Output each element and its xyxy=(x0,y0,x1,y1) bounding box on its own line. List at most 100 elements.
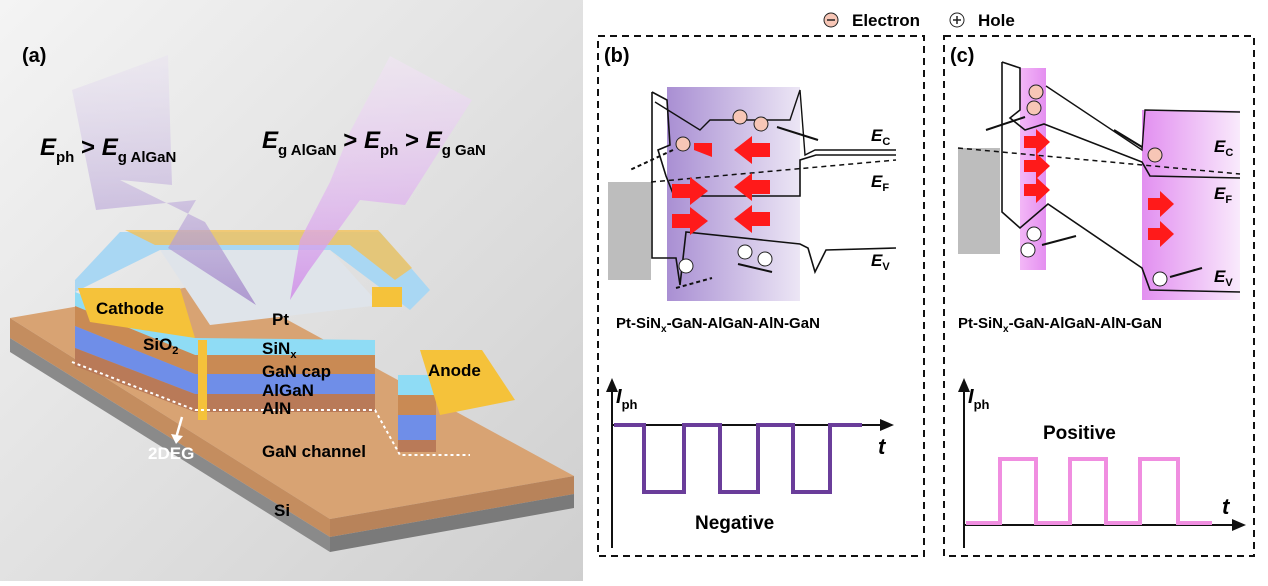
panel-b-band-labels: EC EF EV xyxy=(871,126,890,273)
twodeg-line xyxy=(71,361,470,456)
panel-c-electron-2 xyxy=(1026,100,1042,116)
legend: Electron Hole xyxy=(823,11,1015,30)
panel-c-drift-arrow-1 xyxy=(985,116,1026,131)
panel-c-drift-arrow-3 xyxy=(1041,235,1077,246)
aln-layer xyxy=(75,348,375,412)
panel-c-red-arrow-1 xyxy=(1024,129,1050,155)
panel-c-drift-arrows xyxy=(985,116,1203,278)
si-side xyxy=(330,494,574,552)
panel-b-y-arrowhead xyxy=(606,378,618,392)
panel-c-hole-2 xyxy=(1020,242,1036,258)
panel-b-drift-arrow-2 xyxy=(629,149,674,171)
algan-layer xyxy=(75,326,375,394)
sio2-label: SiO2 xyxy=(143,335,178,357)
panel-a: (a) xyxy=(0,0,583,581)
panel-b-result-label: Negative xyxy=(695,513,774,534)
panel-c-field-arrows xyxy=(1024,129,1174,247)
panel-c-hole-3 xyxy=(1152,271,1168,287)
panel-b-hole-2 xyxy=(757,251,773,267)
panel-c-upper-line xyxy=(1045,85,1241,152)
substrate-front xyxy=(10,318,330,537)
panel-b-red-arrow-2 xyxy=(734,173,770,201)
twodeg-arrow xyxy=(174,416,184,439)
anode-sinx xyxy=(398,375,436,395)
anode-pad xyxy=(420,350,515,415)
gan-cap-layer xyxy=(75,306,375,374)
panel-c-metal xyxy=(958,148,1000,254)
panel-c-ec-label: EC xyxy=(1214,137,1233,159)
gan-channel-label: GaN channel xyxy=(262,442,366,461)
twodeg-arrowhead xyxy=(171,434,183,444)
panel-c-ev-label: EV xyxy=(1214,267,1233,289)
anode-label: Anode xyxy=(428,361,481,380)
panel-b-electron-1 xyxy=(732,109,748,125)
panel-c-ef-label: EF xyxy=(1214,184,1232,206)
panel-c-y-arrowhead xyxy=(958,378,970,392)
panel-b-photocurrent-plot: Iph t Negative xyxy=(606,378,894,548)
twodeg-label: 2DEG xyxy=(148,444,194,463)
si-label: Si xyxy=(274,501,290,520)
panel-b-carriers xyxy=(675,109,773,274)
panel-b-ef-label: EF xyxy=(871,172,889,194)
cathode-pad xyxy=(78,288,195,338)
electron-legend-label: Electron xyxy=(852,11,920,30)
light-beam-right xyxy=(290,56,472,300)
layer-labels: Cathode SiO2 Pt SiNx GaN cap AlGaN AlN A… xyxy=(96,299,481,520)
sio2-via xyxy=(198,340,207,420)
anode-algan xyxy=(398,415,436,440)
panel-b-drift-arrows xyxy=(629,126,819,289)
substrate-side xyxy=(330,476,574,537)
panel-c-band-labels: EC EF EV xyxy=(1214,137,1233,289)
panel-c-hole-1 xyxy=(1026,226,1042,242)
panel-b-x-arrowhead xyxy=(880,419,894,431)
panel-b-ev-line xyxy=(651,92,897,286)
panel-c-ef-line xyxy=(957,147,1241,175)
panel-b-negative-trace xyxy=(614,423,862,494)
panel-c-red-arrow-5 xyxy=(1148,221,1174,247)
anode-mesa xyxy=(372,287,515,452)
panel-b-hole-3 xyxy=(678,258,694,274)
panel-c-iph-label: Iph xyxy=(968,386,990,412)
si-front xyxy=(10,338,330,552)
panel-c-photocurrent-plot: Iph t Positive xyxy=(958,378,1246,548)
panel-b-ec-label: EC xyxy=(871,126,890,148)
pt-label: Pt xyxy=(272,310,289,329)
panel-b-stack-label: Pt-SiNx-GaN-AlGaN-AlN-GaN xyxy=(616,315,820,335)
panel-c-stack-label: Pt-SiNx-GaN-AlGaN-AlN-GaN xyxy=(958,315,1162,335)
panel-c-electron-1 xyxy=(1028,84,1044,100)
anode-gancap xyxy=(398,395,436,415)
panel-b-red-arrow-4 xyxy=(672,177,708,205)
panel-b-label: (b) xyxy=(604,45,630,67)
panel-c-red-arrow-2 xyxy=(1024,153,1050,179)
panel-c-ec-line xyxy=(1001,61,1241,179)
panel-b-electron-2 xyxy=(753,116,769,132)
panel-c-label: (c) xyxy=(950,45,974,67)
panel-c-carriers xyxy=(1020,84,1168,287)
panel-c-result-label: Positive xyxy=(1043,423,1116,444)
panel-b-field-arrows xyxy=(672,136,770,235)
panel-b-ec-line xyxy=(651,91,896,197)
panel-b-drift-arrow-1 xyxy=(776,126,819,141)
panel-b-hole-1 xyxy=(737,244,753,260)
panel-b-red-arrow-6 xyxy=(694,143,712,157)
aln-label: AlN xyxy=(262,399,291,418)
panel-c-drift-arrow-2 xyxy=(1113,129,1143,148)
panel-b-t-label: t xyxy=(878,434,887,459)
panel-b-ev-label: EV xyxy=(871,251,890,273)
panel-c-border xyxy=(943,35,1255,557)
hole-legend-label: Hole xyxy=(978,11,1015,30)
panel-c-drift-arrow-4 xyxy=(1169,267,1203,278)
panel-a-label: (a) xyxy=(22,45,46,67)
panel-b-drift-arrow-3 xyxy=(737,263,773,273)
panel-b-red-arrow-1 xyxy=(734,136,770,164)
panel-c-t-label: t xyxy=(1222,494,1231,519)
light-beam-left xyxy=(72,55,256,305)
panel-c-red-arrow-3 xyxy=(1024,177,1050,203)
panel-b-red-arrow-5 xyxy=(672,207,708,235)
panel-b-upper-line xyxy=(654,89,896,157)
sinx-label: SiNx xyxy=(262,339,297,361)
panel-b-metal xyxy=(608,182,651,280)
panel-c-ev-line xyxy=(1001,62,1241,293)
